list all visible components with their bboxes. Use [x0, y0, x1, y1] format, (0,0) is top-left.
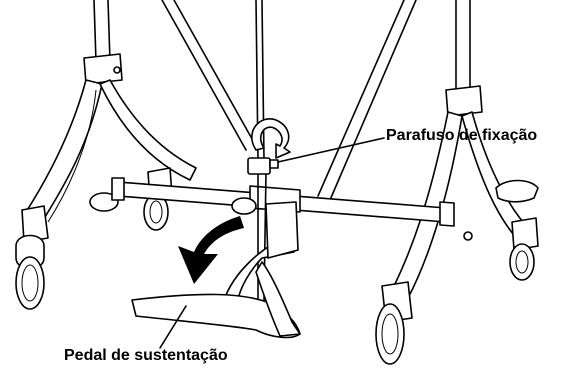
right-leg-frame [375, 0, 539, 365]
left-leg-frame [15, 0, 197, 310]
down-arrow-icon [178, 216, 244, 284]
support-pedal-label: Pedal de sustentação [64, 347, 228, 364]
rotate-arrow-icon [251, 118, 291, 159]
fixing-screw-label: Parafuso de fixação [386, 127, 538, 144]
diagonal-braces [161, 0, 417, 201]
leader-lines [159, 137, 385, 349]
support-pedal [131, 201, 301, 339]
fixing-screw [247, 157, 279, 175]
